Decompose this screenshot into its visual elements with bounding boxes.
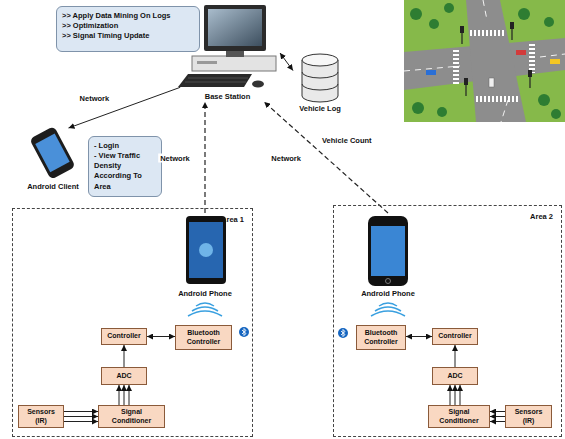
connector — [147, 336, 175, 337]
node-label: Bluetooth Controller — [179, 329, 228, 345]
process-box: Signal Conditioner — [428, 405, 490, 428]
connector — [455, 385, 456, 405]
connector — [204, 102, 205, 213]
note-text: >> Apply Data Mining On Logs — [62, 11, 194, 21]
note-box: >> Apply Data Mining On Logs>> Optimizat… — [56, 6, 200, 52]
process-box: ADC — [432, 367, 478, 385]
process-box: Signal Conditioner — [98, 405, 165, 428]
area-region: Area 1 Android PhoneController Bluetooth C… — [12, 208, 253, 437]
node-label: Sensors (IR) — [22, 408, 60, 424]
connector — [490, 421, 505, 422]
free-label: Vehicle Count — [320, 136, 374, 145]
node-label: Vehicle Log — [299, 104, 341, 113]
note-text: >> Optimization — [62, 21, 194, 31]
process-box: Sensors (IR) — [505, 405, 552, 428]
node-label: Android Phone — [361, 289, 415, 298]
edge-label: Network — [158, 153, 192, 162]
node-label: Controller — [438, 332, 471, 340]
node-label: Controller — [107, 332, 140, 340]
database-icon — [302, 54, 338, 102]
connector — [460, 385, 461, 405]
area-label: Area 1 — [221, 215, 244, 224]
node-label: ADC — [447, 372, 462, 380]
android-phone: Android Phone — [176, 213, 234, 299]
connector — [129, 385, 130, 405]
process-box: Controller — [432, 328, 478, 345]
connector — [406, 336, 432, 337]
node-label: ADC — [116, 372, 131, 380]
node-label: Android Phone — [178, 289, 232, 298]
base-station: Base Station — [175, 4, 280, 102]
connector — [490, 411, 505, 412]
wireless-waves — [188, 303, 405, 316]
process-box: Sensors (IR) — [18, 405, 64, 428]
bluetooth-symbol — [239, 327, 249, 337]
note-text: >> Signal Timing Update — [62, 31, 194, 41]
process-box: Controller — [101, 328, 147, 345]
process-box: ADC — [101, 367, 147, 385]
node-label: Signal Conditioner — [102, 408, 161, 424]
bluetooth-symbol — [338, 328, 348, 338]
connector — [64, 411, 98, 412]
process-box: Bluetooth Controller — [356, 325, 406, 350]
connector — [124, 385, 125, 405]
phone-icon — [29, 126, 75, 180]
note-box: - Login- View Traffic Density According … — [88, 136, 162, 197]
area-region: Area 2 Android PhoneBluetooth Controller C… — [333, 205, 562, 437]
android-phone: Android Phone — [360, 213, 416, 299]
note-text: - View Traffic Density According To Area — [94, 151, 156, 192]
node-label: Bluetooth Controller — [360, 329, 402, 345]
phone-icon — [368, 216, 408, 286]
node-label: Android Client — [27, 182, 79, 191]
client-phone: Android Client — [22, 128, 84, 192]
connector — [119, 385, 120, 405]
note-text: - Login — [94, 141, 156, 151]
edge-label: Network — [269, 153, 303, 162]
connector — [455, 345, 456, 367]
area-label: Area 2 — [530, 212, 553, 221]
connector — [64, 421, 98, 422]
connector — [64, 416, 98, 417]
node-label: Sensors (IR) — [509, 408, 548, 424]
node-label: Base Station — [205, 92, 250, 101]
connector — [490, 416, 505, 417]
process-box: Bluetooth Controller — [175, 325, 232, 350]
database: Vehicle Log — [293, 52, 347, 114]
connector — [124, 345, 125, 367]
edge-label: Network — [78, 93, 112, 102]
connector — [69, 87, 181, 128]
connector — [280, 53, 293, 71]
phone-icon — [186, 216, 226, 284]
connector — [264, 102, 388, 213]
node-label: Signal Conditioner — [432, 408, 486, 424]
connector — [450, 385, 451, 405]
traffic-scene — [404, 0, 565, 122]
